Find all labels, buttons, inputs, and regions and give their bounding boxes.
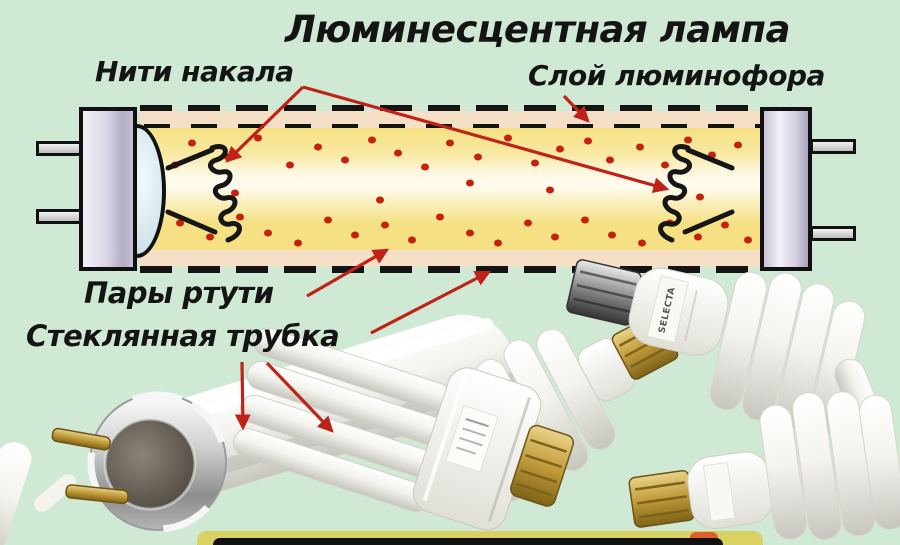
mercury-dot — [694, 233, 702, 241]
arrow-glass-label-to-cfl-photo — [265, 361, 334, 433]
glass-wall-top — [140, 105, 763, 112]
mercury-dot — [556, 145, 564, 153]
left-end-cap — [79, 107, 137, 271]
mercury-dot — [638, 239, 646, 247]
arrow-filaments-to-right-filament — [302, 85, 670, 194]
mercury-dot — [324, 216, 332, 224]
mercury-dot — [744, 236, 752, 244]
u-tube-cfl-photo — [233, 327, 575, 531]
mercury-dot — [236, 213, 244, 221]
label-mercury-vapor: Пары ртути — [84, 276, 274, 310]
glass-wall-bottom — [140, 266, 763, 273]
mercury-dot — [504, 134, 512, 142]
right-filament-coil-icon — [658, 144, 735, 243]
mercury-dot — [584, 137, 592, 145]
label-phosphor-layer: Слой люминофора — [528, 59, 825, 92]
mercury-dot — [206, 233, 214, 241]
mercury-dot — [294, 239, 302, 247]
phosphor-layer-bottom — [140, 250, 763, 267]
mercury-dot — [314, 143, 322, 151]
mercury-dot — [341, 156, 349, 164]
mercury-dot — [474, 153, 482, 161]
left-filament-coil-icon — [165, 144, 242, 243]
spiral-cfl-photo-3 — [628, 391, 900, 540]
mercury-dot — [368, 136, 376, 144]
mercury-dot — [446, 139, 454, 147]
gold-pin-bottom — [65, 484, 129, 505]
mercury-dot — [466, 179, 474, 187]
mercury-dot — [734, 141, 742, 149]
mercury-dot — [684, 136, 692, 144]
right-end-cap — [760, 107, 812, 271]
mercury-dot — [231, 189, 239, 197]
mercury-dot — [494, 239, 502, 247]
phosphor-inner-line-top — [144, 124, 767, 128]
mercury-dot — [581, 216, 589, 224]
mercury-dot — [381, 221, 389, 229]
mercury-dot — [176, 219, 184, 227]
mercury-dot — [546, 186, 554, 194]
mercury-dots — [140, 105, 763, 273]
gold-pin-top — [51, 427, 111, 451]
edge-lamp-sliver — [0, 442, 77, 545]
label-filaments: Нити накала — [95, 55, 294, 88]
mercury-dot — [696, 193, 704, 201]
mercury-dot — [531, 159, 539, 167]
diagram-title: Люминесцентная лампа — [284, 8, 791, 51]
arrow-glass-label-to-tube-photo — [234, 361, 251, 431]
mercury-dot — [524, 219, 532, 227]
mercury-dot — [394, 149, 402, 157]
mercury-dot — [421, 163, 429, 171]
mercury-dot — [408, 236, 416, 244]
arrow-mercury-label-to-tube — [306, 248, 390, 298]
mercury-dot — [708, 151, 716, 159]
mercury-dot — [466, 229, 474, 237]
mercury-dot — [264, 229, 272, 237]
e27-screw-base — [510, 424, 575, 507]
phosphor-layer-top — [140, 111, 763, 128]
mercury-dot — [551, 233, 559, 241]
mercury-dot — [661, 161, 669, 169]
mercury-dot — [286, 161, 294, 169]
caption-bar — [197, 531, 763, 545]
arrow-glass-label-to-schematic-wall — [370, 270, 492, 335]
mercury-dot — [376, 196, 384, 204]
e27-screw-base — [566, 259, 642, 326]
mercury-dot — [636, 143, 644, 151]
mercury-dot — [721, 221, 729, 229]
label-glass-tube: Стеклянная трубка — [26, 319, 340, 353]
arrow-filaments-to-left-filament — [225, 85, 305, 163]
arrow-phosphor-label-to-layer — [562, 94, 590, 123]
mercury-dot — [254, 134, 262, 142]
mercury-dot — [606, 156, 614, 164]
mercury-dot — [608, 231, 616, 239]
spiral-cfl-selecta-photo: SELECTA — [566, 259, 879, 434]
caption-inner-bar — [213, 538, 723, 545]
mercury-dot — [188, 139, 196, 147]
mercury-dot — [436, 213, 444, 221]
mercury-dot — [351, 231, 359, 239]
